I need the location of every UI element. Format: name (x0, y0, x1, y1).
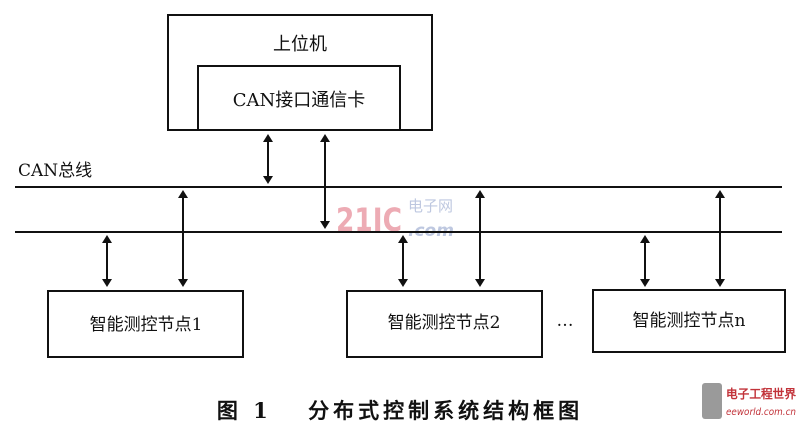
svg-text:电子工程世界: 电子工程世界 (726, 386, 796, 401)
node-2-box (346, 290, 543, 358)
watermark-eeworld: 电子工程世界 eeworld.com.cn (702, 383, 796, 419)
host-label: 上位机 (273, 34, 327, 55)
svg-text:21IC: 21IC (336, 201, 402, 239)
svg-text:电子网: 电子网 (408, 197, 453, 215)
node-1-box (47, 290, 244, 358)
node-1-label: 智能测控节点1 (90, 315, 203, 335)
can-card-label: CAN接口通信卡 (233, 90, 366, 111)
can-card-box (197, 65, 401, 131)
connection-arrows (102, 134, 725, 287)
host-box (167, 14, 433, 131)
node-2-label: 智能测控节点2 (388, 313, 501, 333)
eeworld-logo-icon (702, 383, 722, 419)
watermark-21ic: 21IC 电子网 .com (336, 197, 454, 241)
node-n-box (592, 289, 786, 353)
figure-caption: 图 1 分布式控制系统结构框图 (217, 398, 583, 423)
svg-text:eeworld.com.cn: eeworld.com.cn (726, 407, 796, 418)
ellipsis: … (557, 311, 574, 331)
node-n-label: 智能测控节点n (633, 311, 746, 331)
bus-label: CAN总线 (18, 161, 92, 181)
